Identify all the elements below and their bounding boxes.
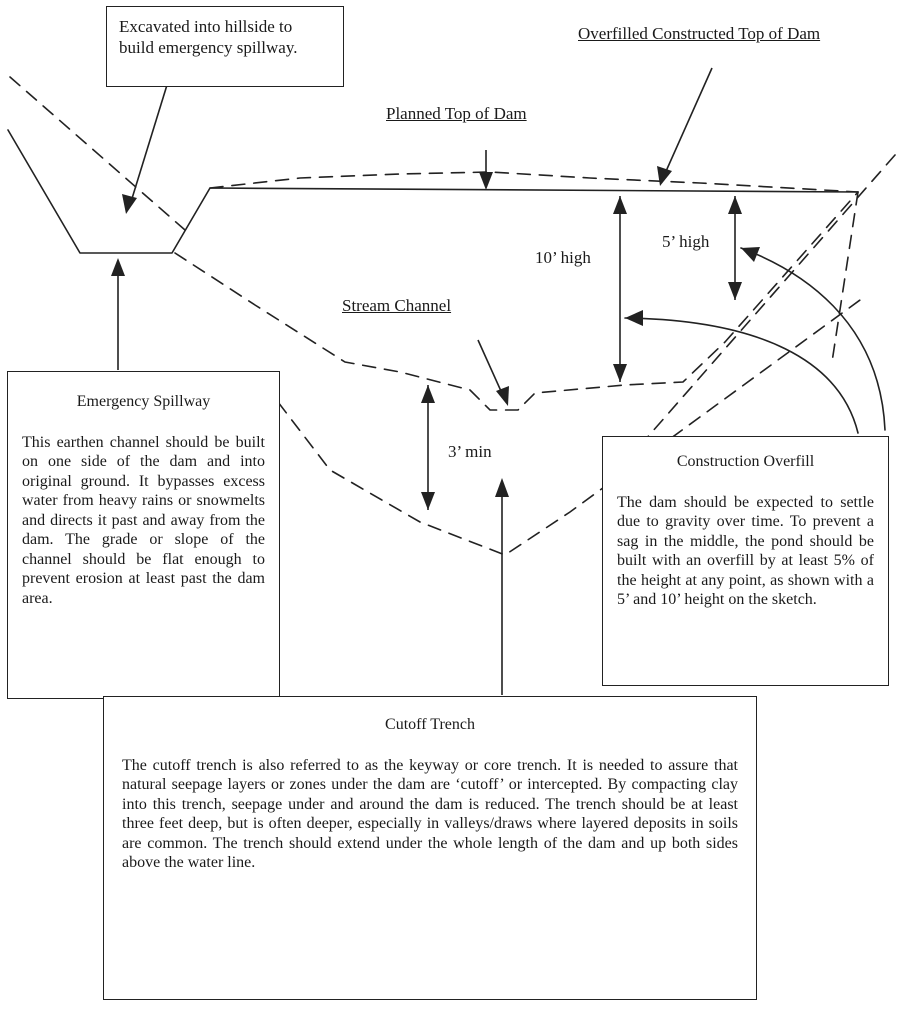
stream-channel-dashed-profile <box>174 191 859 411</box>
three-foot-min-label: 3’ min <box>448 442 492 461</box>
spillway-arrowhead <box>111 258 125 276</box>
three-foot-top-arrowhead <box>421 385 435 403</box>
overfilled-leader-line <box>662 67 713 179</box>
overfilled-top-dashed-line <box>209 171 859 193</box>
right-outer-curve <box>740 247 886 431</box>
construction-overfill-title: Construction Overfill <box>676 453 815 470</box>
cutoff-trench-title: Cutoff Trench <box>385 716 475 733</box>
five-foot-top-arrowhead <box>728 196 742 214</box>
excavated-leader-line <box>129 84 168 206</box>
profile-curve-arrowhead <box>625 310 643 326</box>
construction-overfill-body: The dam should be expected to settle due… <box>617 493 874 609</box>
excavated-callout-box: Excavated into hillside to build emergen… <box>106 6 344 87</box>
excavated-arrowhead <box>122 194 137 214</box>
construction-overfill-box: Construction Overfill The dam should be … <box>602 436 889 686</box>
ten-foot-height-label: 10’ high <box>535 248 591 267</box>
stream-channel-label: Stream Channel <box>342 296 452 315</box>
overfilled-arrowhead <box>657 166 672 186</box>
planned-top-arrowhead <box>479 172 493 190</box>
planned-top-label: Planned Top of Dam <box>386 104 527 123</box>
cutoff-trench-body: The cutoff trench is also referred to as… <box>122 756 738 872</box>
three-foot-bottom-arrowhead <box>421 492 435 510</box>
ten-foot-top-arrowhead <box>613 196 627 214</box>
five-foot-height-label: 5’ high <box>662 232 710 251</box>
ten-foot-bottom-arrowhead <box>613 364 627 382</box>
overfilled-top-label: Overfilled Constructed Top of Dam <box>578 24 821 43</box>
cutoff-trench-box: Cutoff Trench The cutoff trench is also … <box>103 696 757 1000</box>
right-inner-dashed-line <box>831 191 859 363</box>
hillside-solid-outline <box>7 129 859 254</box>
excavated-callout-text: Excavated into hillside to build emergen… <box>119 17 298 57</box>
five-foot-bottom-arrowhead <box>728 282 742 300</box>
emergency-spillway-box: Emergency Spillway This earthen channel … <box>7 371 280 699</box>
right-hillside-dashed-line <box>644 154 896 441</box>
outer-curve-arrowhead <box>741 247 760 262</box>
original-ground-dashed-line <box>9 76 186 231</box>
stream-channel-arrowhead <box>496 386 509 406</box>
cutoff-trench-arrowhead <box>495 478 509 497</box>
emergency-spillway-title: Emergency Spillway <box>76 393 211 410</box>
right-profile-curve <box>624 317 859 434</box>
emergency-spillway-body: This earthen channel should be built on … <box>22 433 265 607</box>
